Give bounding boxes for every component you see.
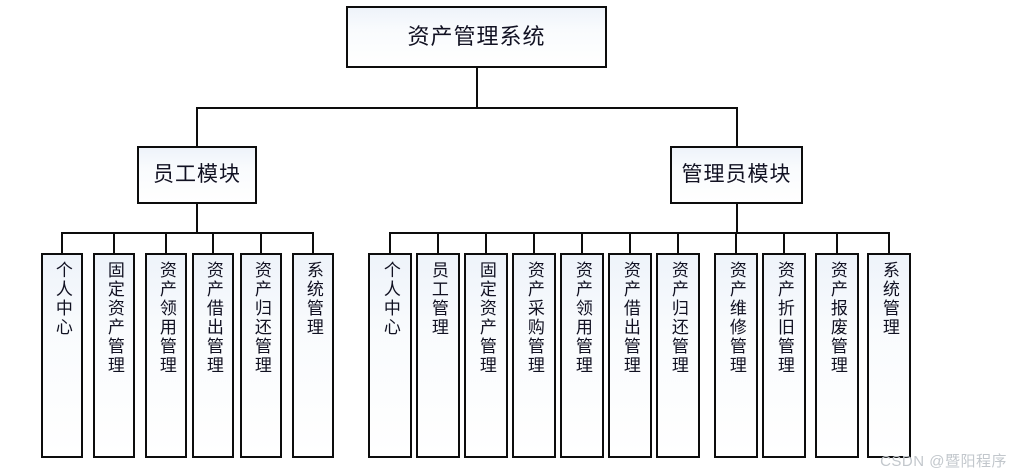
connector-line <box>476 68 478 109</box>
connector-line <box>196 107 738 109</box>
node-label: 资产管理系统 <box>407 23 546 49</box>
node-leaf-1-6: 资产归还管理 <box>656 253 700 458</box>
node-leaf-0-0: 个人中心 <box>41 253 83 458</box>
node-label: 固定资产管理 <box>476 261 496 375</box>
connector-line <box>485 232 487 255</box>
node-label: 固定资产管理 <box>104 261 124 375</box>
node-label: 资产报废管理 <box>827 261 847 375</box>
node-label: 资产借出管理 <box>620 261 640 375</box>
node-label: 资产归还管理 <box>668 261 688 375</box>
connector-line <box>533 232 535 255</box>
connector-line <box>165 232 167 255</box>
node-leaf-1-1: 员工管理 <box>416 253 460 458</box>
node-branch-0: 员工模块 <box>137 146 257 204</box>
node-label: 系统管理 <box>303 261 323 337</box>
node-label: 资产采购管理 <box>524 261 544 375</box>
node-leaf-1-2: 固定资产管理 <box>464 253 508 458</box>
node-leaf-1-3: 资产采购管理 <box>512 253 556 458</box>
node-label: 资产折旧管理 <box>774 261 794 375</box>
connector-line <box>260 232 262 255</box>
node-label: 资产领用管理 <box>572 261 592 375</box>
connector-line <box>61 232 314 234</box>
node-label: 系统管理 <box>879 261 899 337</box>
node-leaf-1-4: 资产领用管理 <box>560 253 604 458</box>
connector-line <box>736 204 738 234</box>
node-label: 员工管理 <box>428 261 448 337</box>
connector-line <box>113 232 115 255</box>
node-leaf-1-5: 资产借出管理 <box>608 253 652 458</box>
node-branch-1: 管理员模块 <box>670 146 803 204</box>
watermark-text: CSDN @暨阳程序 <box>880 453 1007 470</box>
connector-line <box>677 232 679 255</box>
connector-line <box>629 232 631 255</box>
node-leaf-1-10: 系统管理 <box>867 253 911 458</box>
connector-line <box>312 232 314 255</box>
node-leaf-0-3: 资产借出管理 <box>192 253 234 458</box>
node-leaf-1-8: 资产折旧管理 <box>762 253 806 458</box>
connector-line <box>437 232 439 255</box>
connector-line <box>735 232 737 255</box>
connector-line <box>389 232 391 255</box>
node-label: 资产借出管理 <box>203 261 223 375</box>
node-leaf-1-7: 资产维修管理 <box>714 253 758 458</box>
node-leaf-0-4: 资产归还管理 <box>240 253 282 458</box>
node-leaf-1-9: 资产报废管理 <box>815 253 859 458</box>
connector-line <box>581 232 583 255</box>
node-label: 资产维修管理 <box>726 261 746 375</box>
connector-line <box>61 232 63 255</box>
connector-line <box>888 232 890 255</box>
node-leaf-0-1: 固定资产管理 <box>93 253 135 458</box>
node-label: 员工模块 <box>153 162 241 187</box>
connector-line <box>736 107 738 148</box>
node-label: 资产领用管理 <box>156 261 176 375</box>
connector-line <box>196 107 198 148</box>
connector-line <box>783 232 785 255</box>
connector-line <box>196 204 198 234</box>
connector-line <box>389 232 890 234</box>
node-label: 个人中心 <box>52 261 72 337</box>
node-leaf-0-2: 资产领用管理 <box>145 253 187 458</box>
node-leaf-1-0: 个人中心 <box>368 253 412 458</box>
node-root: 资产管理系统 <box>346 6 607 68</box>
node-label: 资产归还管理 <box>251 261 271 375</box>
node-label: 个人中心 <box>380 261 400 337</box>
connector-line <box>212 232 214 255</box>
node-label: 管理员模块 <box>681 162 792 187</box>
node-leaf-0-5: 系统管理 <box>292 253 334 458</box>
connector-line <box>836 232 838 255</box>
